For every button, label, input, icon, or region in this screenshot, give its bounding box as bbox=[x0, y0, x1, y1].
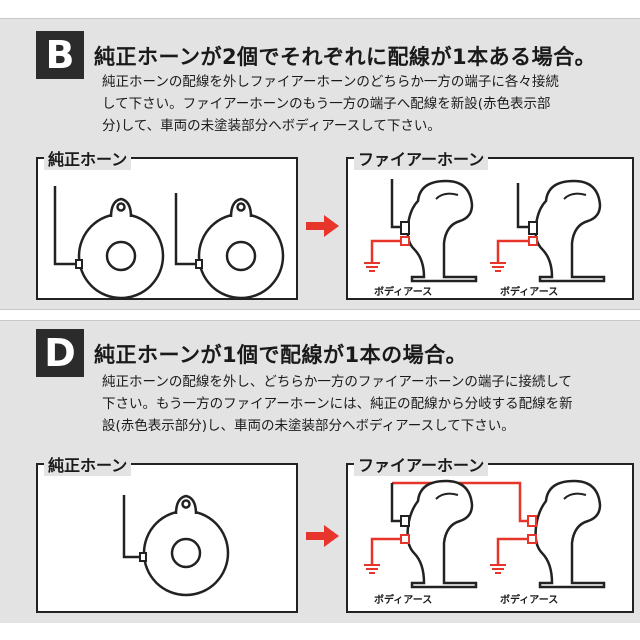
stock-horn-panel-d: 純正ホーン bbox=[36, 452, 298, 613]
section-b-badge: B bbox=[36, 31, 84, 79]
stock-horn-diagram-d bbox=[122, 494, 230, 597]
stock-horn-bracket-d bbox=[174, 494, 198, 515]
stock-horn-wire-2 bbox=[174, 193, 198, 266]
ground-label-d-2: ボディアース bbox=[500, 595, 559, 606]
fire-horn-panel-d: ファイアーホーン bbox=[346, 452, 634, 613]
stock-horn-center-2 bbox=[225, 240, 257, 272]
stock-horn-body-d bbox=[142, 509, 230, 597]
stock-horn-bracket-1 bbox=[109, 197, 133, 218]
section-d-desc-line-2: 下さい。もう一方のファイアーホーンには、純正の配線から分岐する配線を新 bbox=[102, 396, 573, 412]
fire-horn-diagram-d bbox=[364, 479, 606, 589]
arrow-right-icon-b bbox=[306, 215, 339, 237]
section-d-description: 純正ホーンの配線を外し、どちらか一方のファイアーホーンの端子に接続して 下さい。… bbox=[102, 371, 622, 437]
stock-horn-body-1 bbox=[77, 212, 165, 300]
fire-horn-body-d-1 bbox=[406, 479, 478, 589]
stock-horn-wire-d bbox=[122, 495, 142, 559]
stock-horn-label-d: 純正ホーン bbox=[44, 452, 132, 476]
fire-horn-label-b: ファイアーホーン bbox=[354, 146, 489, 170]
section-b: B 純正ホーンが2個でそれぞれに配線が1本ある場合。 純正ホーンの配線を外しファ… bbox=[0, 18, 640, 310]
stock-horn-bracket-2 bbox=[229, 197, 253, 218]
fire-horn-body-d-2 bbox=[534, 479, 606, 589]
section-d: D 純正ホーンが1個で配線が1本の場合。 純正ホーンの配線を外し、どちらか一方の… bbox=[0, 320, 640, 623]
section-d-desc-line-1: 純正ホーンの配線を外し、どちらか一方のファイアーホーンの端子に接続して bbox=[102, 374, 572, 390]
arrow-right-icon-d bbox=[306, 525, 339, 547]
stock-horn-label-b: 純正ホーン bbox=[44, 146, 132, 170]
stock-horn-center-1 bbox=[105, 240, 137, 272]
section-b-desc-line-3: 分)して、車両の未塗装部分へボディアースして下さい。 bbox=[102, 118, 441, 134]
stock-horn-wire-1 bbox=[53, 186, 78, 266]
section-b-desc-line-2: して下さい。ファイアーホーンのもう一方の端子へ配線を新設(赤色表示部 bbox=[102, 96, 551, 112]
fire-horn-diagram-b bbox=[364, 179, 606, 283]
fire-horn-ground-wire-d-2 bbox=[490, 537, 528, 574]
fire-horn-panel-b: ファイアーホーン bbox=[346, 146, 634, 300]
section-b-description: 純正ホーンの配線を外しファイアーホーンのどちらか一方の端子に各々接続 して下さい… bbox=[102, 71, 622, 137]
fire-horn-ground-wire-2 bbox=[490, 239, 530, 272]
ground-label-b-1: ボディアース bbox=[374, 287, 433, 298]
section-d-title: 純正ホーンが1個で配線が1本の場合。 bbox=[94, 343, 468, 367]
stock-horn-body-2 bbox=[197, 212, 285, 300]
section-b-desc-line-1: 純正ホーンの配線を外しファイアーホーンのどちらか一方の端子に各々接続 bbox=[102, 74, 559, 90]
fire-horn-label-d: ファイアーホーン bbox=[354, 452, 489, 476]
stock-horn-diagram-b bbox=[53, 186, 285, 300]
section-d-badge: D bbox=[36, 329, 84, 377]
ground-label-b-2: ボディアース bbox=[500, 287, 559, 298]
section-b-title: 純正ホーンが2個でそれぞれに配線が1本ある場合。 bbox=[94, 45, 597, 69]
fire-horn-ground-wire-1 bbox=[364, 239, 402, 272]
stock-horn-center-d bbox=[170, 537, 202, 569]
fire-horn-ground-wire-d-1 bbox=[364, 537, 402, 574]
ground-label-d-1: ボディアース bbox=[374, 595, 433, 606]
stock-horn-panel-b: 純正ホーン bbox=[36, 146, 298, 300]
section-d-desc-line-3: 設(赤色表示部分)し、車両の未塗装部分へボディアースして下さい。 bbox=[102, 418, 515, 434]
